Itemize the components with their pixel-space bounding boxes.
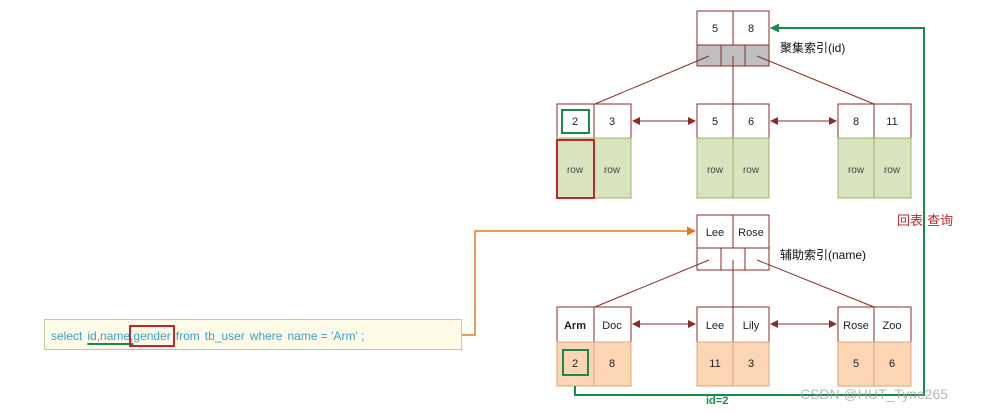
secondary-tree-edges [594, 259, 875, 308]
highlight-key-2 [561, 109, 590, 134]
clustered-index-tree: 5 8 聚集索引(id) 2 3 row row [556, 10, 912, 199]
sql-to-secondary-arrow [462, 226, 696, 336]
watermark: CSDN @HUT_Tyne265 [800, 386, 948, 402]
clustered-root-key-1: 5 [712, 23, 718, 35]
clustered-tree-edges [594, 55, 875, 105]
secondary-leaf-1-id-2: 8 [609, 358, 615, 370]
sql-statement-box [44, 319, 462, 350]
clustered-leaf-1: 2 3 row row [556, 103, 632, 199]
clustered-leaf-2-key-2: 6 [748, 116, 754, 128]
clustered-leaf-3-key-2: 11 [886, 116, 897, 128]
sql-table-name: tb_user [204, 329, 245, 343]
clustered-leaf-1-row-1: row [567, 165, 584, 176]
secondary-leaf-1-key-2: Doc [602, 320, 622, 332]
highlight-id-2 [562, 349, 589, 376]
clustered-leaf-2: 5 6 row row [696, 103, 770, 199]
secondary-leaf-3-key-1: Rose [843, 320, 869, 332]
secondary-leaf-2: Lee Lily 11 3 [696, 306, 770, 387]
clustered-leaf-3-row-1: row [848, 165, 865, 176]
sql-keyword-select: select [51, 329, 83, 343]
secondary-leaf-1-id-1: 2 [572, 358, 578, 370]
secondary-leaf-3: Rose Zoo 5 6 [837, 306, 912, 387]
clustered-leaf-1-key-2: 3 [609, 116, 615, 128]
table-lookup-arrow [574, 23, 925, 396]
clustered-leaf-2-row-1: row [707, 165, 724, 176]
secondary-leaf-3-id-1: 5 [853, 358, 859, 370]
clustered-leaf-3: 8 11 row row [837, 103, 912, 199]
sql-keyword-where: where [249, 329, 283, 343]
secondary-index-tree: Lee Rose 辅助索引(name) Arm Doc 2 8 [556, 214, 912, 387]
clustered-index-label: 聚集索引(id) [780, 40, 845, 55]
secondary-leaf-3-key-2: Zoo [883, 320, 902, 332]
clustered-leaf-2-key-1: 5 [712, 116, 718, 128]
secondary-leaf-2-id-2: 3 [748, 358, 754, 370]
clustered-root-key-2: 8 [748, 23, 754, 35]
return-query-label: 回表 查询 [897, 214, 953, 229]
secondary-leaf-2-key-1: Lee [706, 320, 724, 332]
secondary-leaf-1: Arm Doc 2 8 [556, 306, 632, 387]
secondary-root-key-1: Lee [706, 227, 724, 239]
secondary-leaf-2-key-2: Lily [743, 320, 760, 332]
secondary-root-pointers [696, 247, 770, 271]
clustered-leaf-3-row-2: row [884, 165, 901, 176]
clustered-leaf-2-row-2: row [743, 165, 760, 176]
highlight-row [556, 139, 595, 199]
clustered-leaf-1-row-2: row [604, 165, 621, 176]
sql-column-gender: gender [129, 325, 175, 347]
sql-columns-id-name: id,name, [87, 329, 134, 343]
sql-condition: name = 'Arm' ; [287, 329, 365, 343]
secondary-leaf-3-id-2: 6 [889, 358, 895, 370]
clustered-root-node: 5 8 [696, 10, 770, 67]
id-label: id=2 [706, 395, 728, 407]
clustered-leaf-3-key-1: 8 [853, 116, 859, 128]
secondary-leaf-1-key-1: Arm [564, 320, 586, 332]
sql-keyword-from: from [175, 329, 200, 343]
clustered-root-pointers [696, 44, 770, 67]
secondary-root-key-2: Rose [738, 227, 764, 239]
secondary-leaf-2-id-1: 11 [709, 358, 720, 370]
clustered-leaf-1-key-1: 2 [572, 116, 578, 128]
secondary-root-node: Lee Rose [696, 214, 770, 271]
secondary-index-label: 辅助索引(name) [780, 248, 866, 262]
